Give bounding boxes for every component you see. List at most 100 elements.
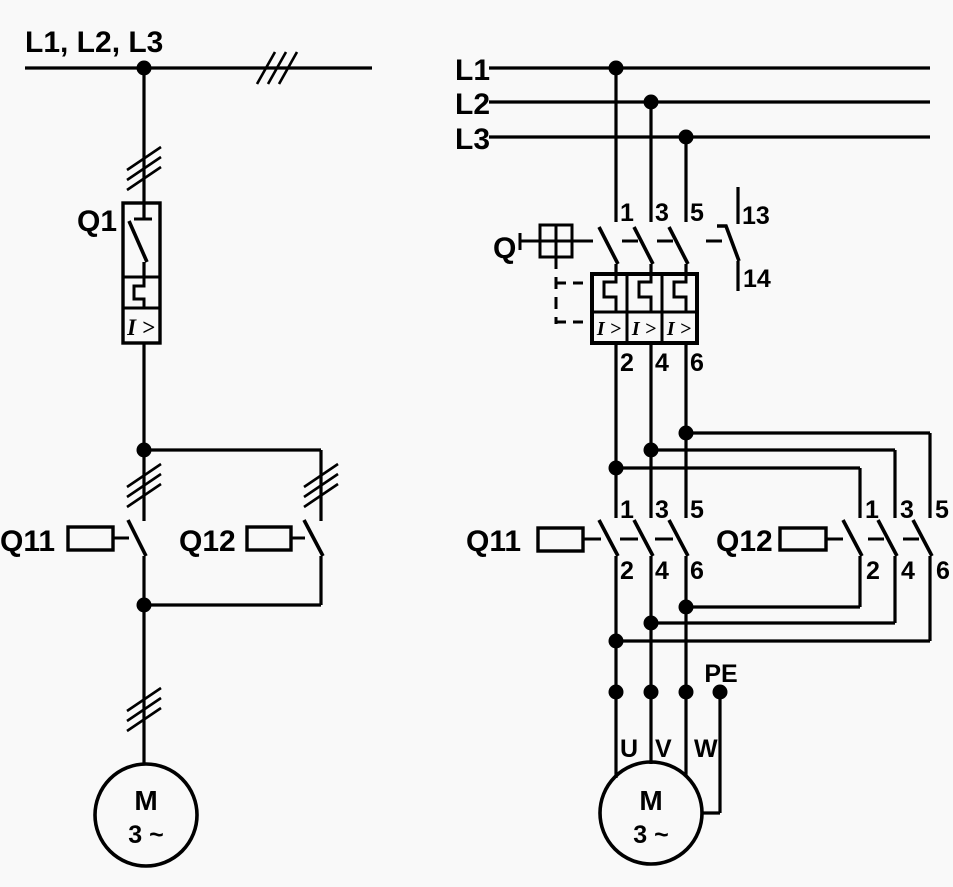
- three-phase-slash-q11: [126, 462, 162, 509]
- overcurrent-release-label: I >: [126, 315, 155, 340]
- line-label-l2: L2: [455, 88, 490, 121]
- slash-mark: [126, 145, 162, 172]
- contact-blade: [876, 519, 899, 557]
- motor-terminal-w: W: [694, 735, 718, 763]
- slash-mark: [303, 462, 339, 489]
- pe-label: PE: [704, 660, 737, 688]
- motor-symbol-left: M 3 ~: [93, 762, 199, 868]
- wiring-diagram: L1 L2 L3 Q 1 3 5: [455, 54, 950, 866]
- slash-mark: [266, 51, 288, 85]
- aux-contact-blade: [717, 224, 741, 262]
- breaker-body: [121, 201, 162, 345]
- contact-blade: [911, 519, 934, 557]
- contactor-q12-single: Q12: [179, 519, 325, 605]
- slash-mark: [126, 155, 162, 182]
- motor-phases: 3 ~: [633, 821, 668, 849]
- slash-mark: [126, 686, 162, 713]
- slash-mark: [255, 51, 277, 85]
- three-phase-slash-motor: [126, 686, 162, 733]
- terminal-2: 2: [620, 557, 634, 585]
- overcurrent-release-label: I >: [666, 318, 691, 340]
- thermal-release-symbol: [132, 277, 146, 308]
- motor-phases: 3 ~: [128, 821, 163, 849]
- contactor-coil: [778, 526, 828, 552]
- contact-blade: [597, 519, 620, 557]
- contact-blade: [126, 519, 148, 557]
- terminal-4: 4: [901, 557, 915, 585]
- terminal-3: 3: [900, 496, 914, 524]
- disconnect-switch-q: Q 1 3 5 13 14: [493, 187, 771, 324]
- contactor-coil: [536, 526, 585, 553]
- contactor-q12: Q12 1 3 5 2 4 6: [716, 496, 950, 641]
- slash-mark: [126, 462, 162, 489]
- slash-mark: [303, 482, 339, 509]
- terminal-dot: [643, 684, 659, 700]
- terminal-1: 1: [865, 496, 879, 524]
- supply-label: L1, L2, L3: [25, 26, 163, 59]
- three-phase-slash-bus: [255, 51, 299, 85]
- terminal-3: 3: [655, 199, 669, 227]
- thermal-release-symbol: [602, 274, 618, 312]
- motor-connection: PE U V W: [608, 556, 738, 815]
- terminal-14: 14: [743, 265, 771, 293]
- pole-blade: [597, 226, 620, 265]
- overload-release-block: I > I > I > 2 4 6: [590, 272, 704, 377]
- contact-blade: [841, 519, 864, 557]
- slash-mark: [303, 472, 339, 499]
- contactor-q11: Q11 1 3 5 2 4 6: [466, 496, 704, 585]
- overcurrent-release-label: I >: [631, 318, 656, 340]
- contact-blade: [632, 519, 655, 557]
- three-phase-slash-feeder: [126, 145, 162, 192]
- terminal-13: 13: [742, 202, 770, 230]
- motor-terminal-v: V: [655, 735, 672, 763]
- slash-mark: [126, 696, 162, 723]
- terminal-4: 4: [655, 557, 669, 585]
- motor-symbol-right: M 3 ~: [598, 760, 704, 866]
- terminal-4: 4: [655, 349, 669, 377]
- contactor-coil: [66, 525, 115, 552]
- motor-letter: M: [134, 785, 157, 816]
- single-line-diagram: L1, L2, L3 Q1 I >: [0, 26, 372, 868]
- terminal-6: 6: [936, 557, 950, 585]
- terminal-5: 5: [690, 199, 704, 227]
- terminal-1: 1: [620, 199, 634, 227]
- line-label-l3: L3: [455, 123, 490, 156]
- motor-circle: [598, 760, 704, 866]
- three-phase-slash-q12: [303, 462, 339, 509]
- terminal-dot: [678, 684, 694, 700]
- contactor-q12-label: Q12: [179, 525, 236, 558]
- terminal-5: 5: [935, 496, 949, 524]
- slash-mark: [126, 482, 162, 509]
- slash-mark: [277, 51, 299, 85]
- contactor-coil: [245, 525, 293, 552]
- terminal-5: 5: [690, 496, 704, 524]
- pole-blade: [667, 226, 690, 265]
- contactor-q11-label: Q11: [0, 525, 55, 558]
- pole-blade: [632, 226, 655, 265]
- breaker-contact-blade: [127, 220, 149, 263]
- terminal-3: 3: [655, 496, 669, 524]
- breaker-q1: Q1 I >: [77, 201, 162, 345]
- motor-circle: [93, 762, 199, 868]
- contact-blade: [302, 519, 325, 557]
- q12-return-crossover: [608, 599, 930, 649]
- terminal-2: 2: [866, 557, 880, 585]
- thermal-release-symbol: [637, 274, 653, 312]
- terminal-6: 6: [690, 557, 704, 585]
- motor-letter: M: [639, 785, 662, 816]
- thermal-release-symbol: [672, 274, 688, 312]
- terminal-dot: [608, 684, 624, 700]
- contactor-q11-label: Q11: [466, 525, 521, 558]
- slash-mark: [126, 472, 162, 499]
- motor-terminal-u: U: [620, 735, 638, 763]
- terminal-1: 1: [620, 496, 634, 524]
- slash-mark: [126, 706, 162, 733]
- terminal-2: 2: [620, 349, 634, 377]
- slash-mark: [126, 165, 162, 192]
- q12-feed-crossover: [608, 425, 932, 518]
- line-label-l1: L1: [455, 54, 490, 87]
- overcurrent-release-label: I >: [596, 318, 621, 340]
- terminal-6: 6: [690, 349, 704, 377]
